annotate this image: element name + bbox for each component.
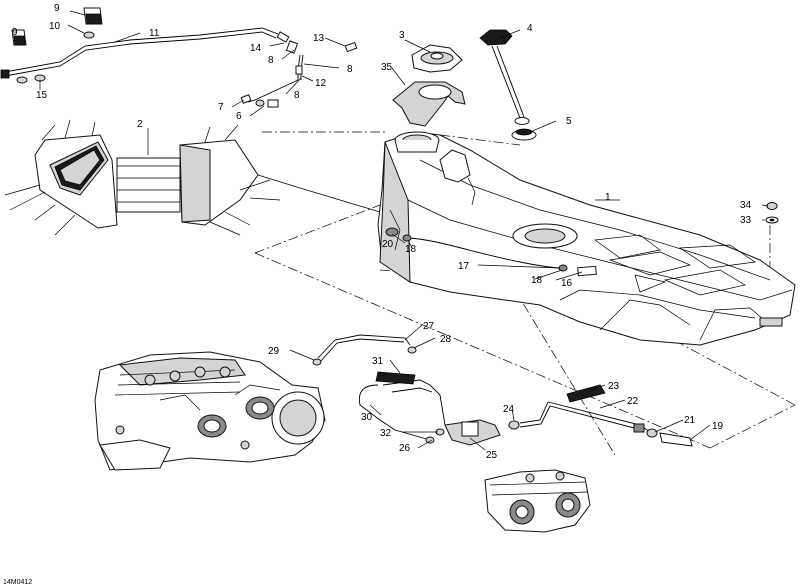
- callout-33: 33: [740, 215, 752, 226]
- callout-32: 32: [380, 428, 392, 439]
- vent-fittings: [240, 31, 358, 108]
- callout-5: 5: [566, 116, 572, 127]
- callout-9b: 9: [12, 27, 18, 38]
- fuel-level-sensor: [479, 29, 530, 125]
- callout-19: 19: [712, 421, 724, 432]
- callout-8c: 8: [294, 90, 300, 101]
- callout-35: 35: [381, 62, 393, 73]
- callout-17: 17: [458, 261, 470, 272]
- callout-30: 30: [361, 412, 373, 423]
- tank-support-bracket: [4, 119, 381, 236]
- callout-2: 2: [137, 119, 143, 130]
- callout-34: 34: [740, 200, 752, 211]
- sensor-grommet: [511, 128, 537, 141]
- callout-8b: 8: [347, 64, 353, 75]
- callout-18b: 18: [531, 275, 543, 286]
- callout-4: 4: [527, 23, 533, 34]
- callout-16: 16: [561, 278, 573, 289]
- engine-assembly: [94, 351, 326, 471]
- callout-9a: 9: [54, 3, 60, 14]
- cap-retainer: [392, 81, 466, 127]
- callout-7: 7: [218, 102, 224, 113]
- callout-18a: 18: [405, 244, 417, 255]
- callout-23: 23: [608, 381, 620, 392]
- callout-26: 26: [399, 443, 411, 454]
- callout-25: 25: [486, 450, 498, 461]
- callout-20: 20: [382, 239, 394, 250]
- callouts: 1 2 3 4 5 6 7 8 8 8 9 9 10 11 12 13 14 1…: [3, 3, 752, 586]
- callout-13: 13: [313, 33, 325, 44]
- callout-22: 22: [627, 396, 639, 407]
- tank-cap: [411, 44, 463, 73]
- carburetors: [484, 469, 591, 533]
- callout-27: 27: [423, 321, 435, 332]
- callout-14: 14: [250, 43, 262, 54]
- tank-hardware: [765, 202, 779, 224]
- callout-6: 6: [236, 111, 242, 122]
- fuel-lines-and-pump: [312, 334, 693, 447]
- callout-3: 3: [399, 30, 405, 41]
- callout-8a: 8: [268, 55, 274, 66]
- figure-code: 14M0412: [3, 579, 32, 586]
- callout-1: 1: [605, 192, 611, 203]
- fuel-tank: [377, 131, 796, 346]
- callout-15: 15: [36, 90, 48, 101]
- callout-12: 12: [315, 78, 327, 89]
- callout-11: 11: [149, 28, 160, 39]
- callout-29: 29: [268, 346, 280, 357]
- vent-hose: [0, 7, 279, 84]
- leader-lines: [39, 10, 769, 451]
- callout-10: 10: [49, 21, 61, 32]
- callout-24: 24: [503, 404, 515, 415]
- callout-21: 21: [684, 415, 696, 426]
- callout-28: 28: [440, 334, 452, 345]
- callout-31: 31: [372, 356, 384, 367]
